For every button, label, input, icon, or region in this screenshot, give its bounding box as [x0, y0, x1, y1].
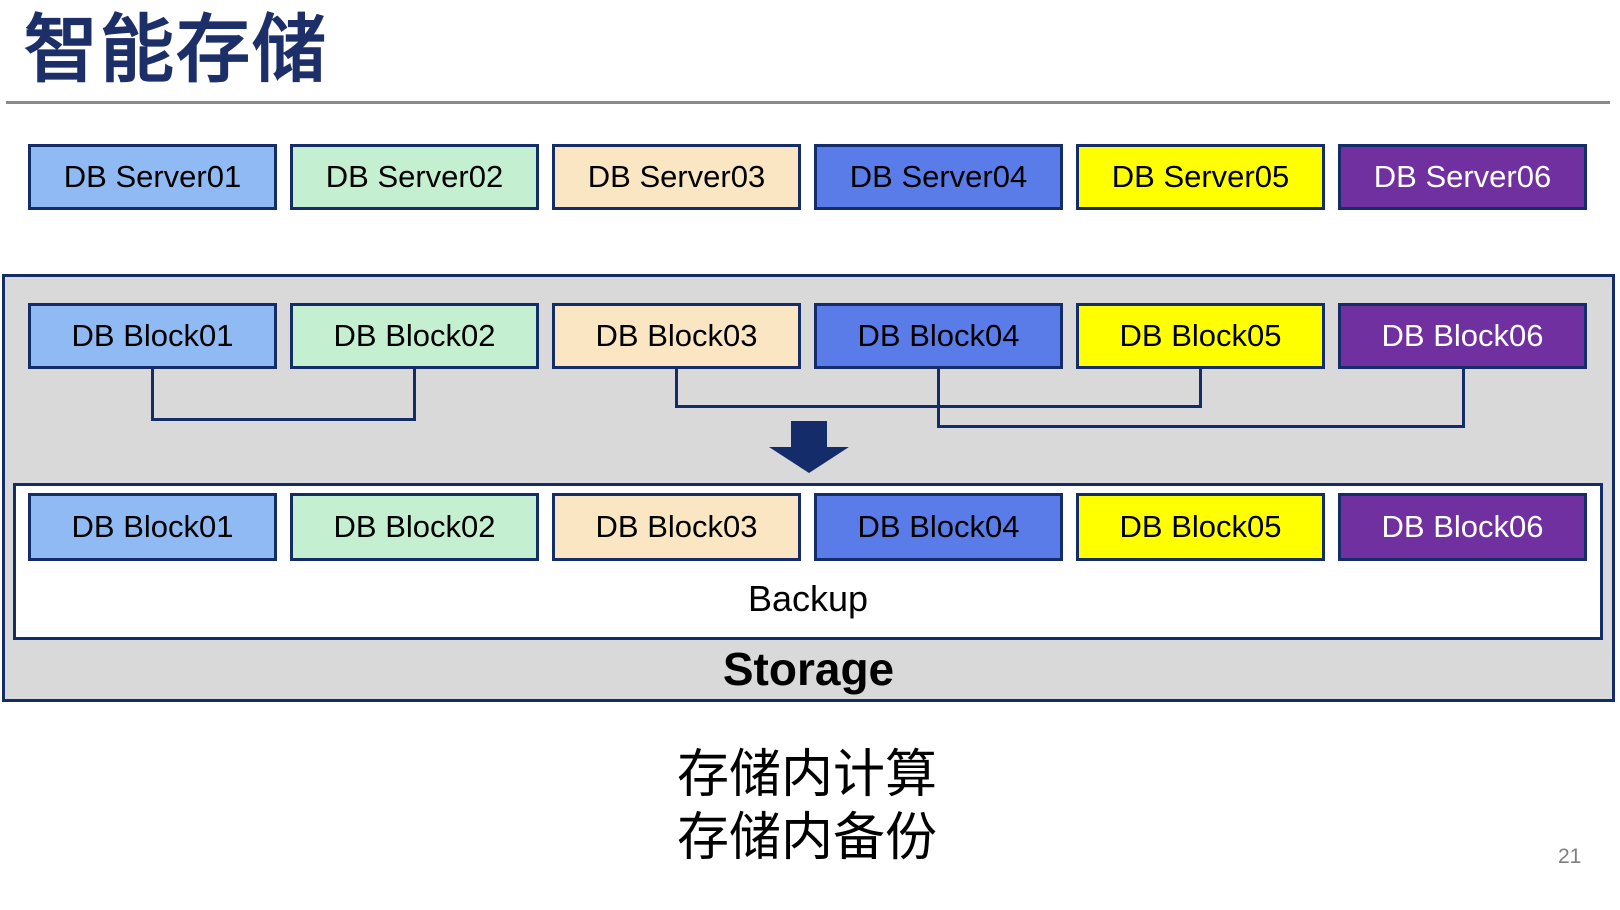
db-block-lower-box-4: DB Block04 — [814, 493, 1063, 561]
db-block-lower-box-1: DB Block01 — [28, 493, 277, 561]
title-divider — [6, 101, 1610, 104]
down-arrow-icon — [769, 447, 849, 473]
db-block-lower-box-6: DB Block06 — [1338, 493, 1587, 561]
page-number: 21 — [1558, 845, 1582, 868]
caption-line-2: 存储内备份 — [676, 809, 937, 867]
connector-line — [151, 369, 154, 421]
down-arrow-icon — [791, 421, 827, 448]
connector-line — [675, 369, 678, 408]
caption-line-1: 存储内计算 — [676, 746, 937, 804]
db-server-box-6: DB Server06 — [1338, 144, 1587, 210]
db-block-lower-box-3: DB Block03 — [552, 493, 801, 561]
db-server-box-4: DB Server04 — [814, 144, 1063, 210]
connector-line — [937, 369, 940, 428]
db-block-upper-box-1: DB Block01 — [28, 303, 277, 369]
db-block-upper-box-4: DB Block04 — [814, 303, 1063, 369]
storage-label: Storage — [722, 643, 895, 695]
connector-line — [151, 418, 416, 421]
db-block-upper-box-5: DB Block05 — [1076, 303, 1325, 369]
db-block-upper-box-2: DB Block02 — [290, 303, 539, 369]
caption: 存储内计算 存储内备份 — [0, 744, 1614, 870]
connector-line — [413, 369, 416, 421]
db-block-upper-box-6: DB Block06 — [1338, 303, 1587, 369]
db-block-upper-box-3: DB Block03 — [552, 303, 801, 369]
db-server-box-2: DB Server02 — [290, 144, 539, 210]
connector-line — [1199, 369, 1202, 408]
db-server-box-1: DB Server01 — [28, 144, 277, 210]
connector-line — [1462, 369, 1465, 428]
connector-line — [937, 425, 1465, 428]
db-block-lower-box-2: DB Block02 — [290, 493, 539, 561]
backup-label: Backup — [747, 578, 869, 619]
db-block-lower-box-5: DB Block05 — [1076, 493, 1325, 561]
db-server-box-5: DB Server05 — [1076, 144, 1325, 210]
db-server-box-3: DB Server03 — [552, 144, 801, 210]
page-title: 智能存储 — [24, 8, 328, 91]
